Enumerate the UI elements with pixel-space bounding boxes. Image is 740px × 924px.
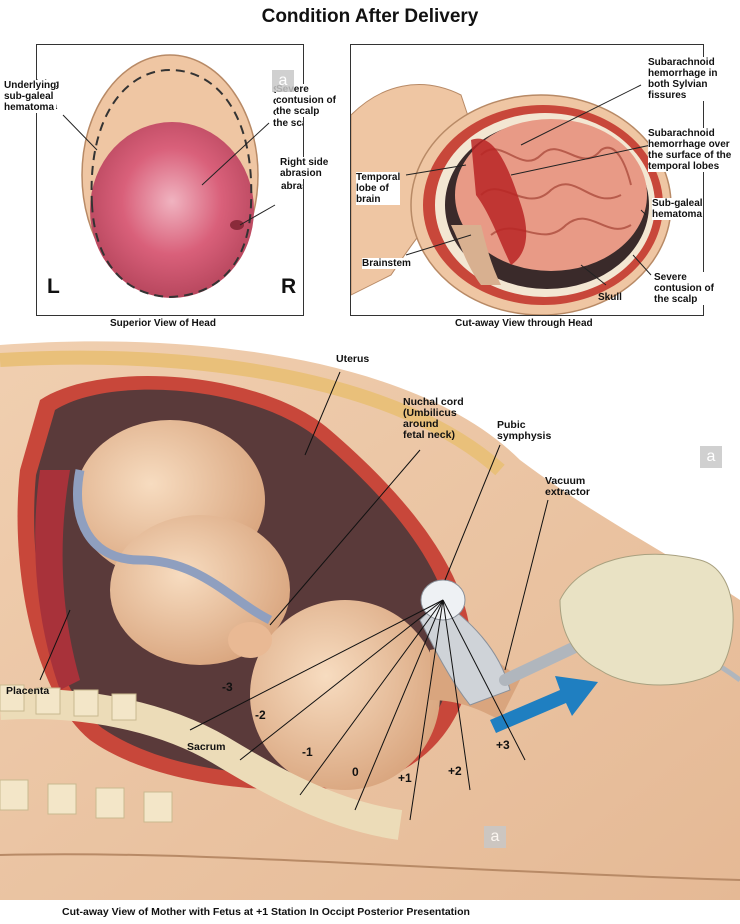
label-uterus: Uterus xyxy=(336,353,370,365)
superior-view-panel: Underlying sub-galeal hematoma Severe co… xyxy=(36,44,304,316)
label-sacrum: Sacrum xyxy=(187,741,226,753)
label-severe-contusion-right: Severe contusion of the scalp xyxy=(654,272,714,305)
label-sah-temporal: Subarachnoid hemorrhage over the surface… xyxy=(648,128,732,172)
label-right-side: R xyxy=(281,275,297,298)
station-plus-2: +2 xyxy=(448,764,462,778)
station-plus-1: +1 xyxy=(398,771,412,785)
label-placenta: Placenta xyxy=(6,685,50,697)
label-left-side: L xyxy=(47,275,60,298)
caption-mother-fetus: Cut-away View of Mother with Fetus at +1… xyxy=(62,906,470,918)
page-title: Condition After Delivery xyxy=(261,6,479,27)
watermark-badge: a xyxy=(484,826,506,848)
station-zero: 0 xyxy=(352,765,359,779)
label-pubic-symphysis: Pubic symphysis xyxy=(497,419,552,442)
label-underlying-hematoma-outer: Underlying sub-galeal hematoma xyxy=(4,80,57,113)
station-minus-1: -1 xyxy=(302,745,313,759)
label-vacuum-extractor: Vacuum extractor xyxy=(545,475,590,498)
caption-cutaway-head: Cut-away View through Head xyxy=(455,318,593,329)
cutaway-head-panel xyxy=(350,44,704,316)
watermark-badge: a xyxy=(700,446,722,468)
cutaway-head-illustration xyxy=(351,84,672,315)
station-minus-2: -2 xyxy=(255,708,266,722)
label-skull: Skull xyxy=(598,292,622,303)
label-nuchal-cord: Nuchal cord (Umbilicus around fetal neck… xyxy=(403,396,464,441)
caption-superior-view: Superior View of Head xyxy=(110,318,216,329)
station-plus-3: +3 xyxy=(496,738,510,752)
station-minus-3: -3 xyxy=(222,680,233,694)
label-sah-sylvian: Subarachnoid hemorrhage in both Sylvian … xyxy=(648,57,718,101)
label-right-abrasion-outer: Right side abrasion xyxy=(280,157,329,179)
label-subgaleal-hematoma: Sub-galeal hematoma xyxy=(652,198,703,220)
label-brainstem: Brainstem xyxy=(362,258,411,269)
superior-head-illustration xyxy=(62,54,276,299)
label-temporal-lobe: Temporal lobe of brain xyxy=(356,172,401,205)
watermark-badge: a xyxy=(272,70,294,92)
